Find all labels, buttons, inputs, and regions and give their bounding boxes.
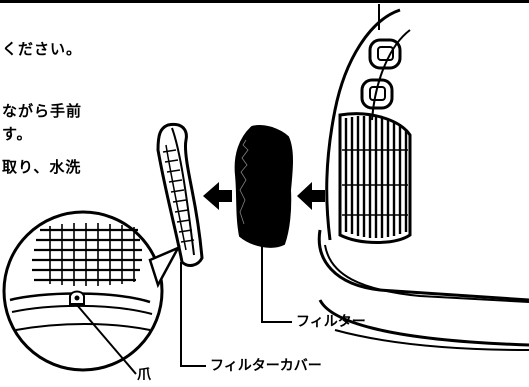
arrow-filter-to-cover bbox=[203, 182, 232, 210]
instruction-line-3: す。 bbox=[2, 125, 33, 143]
filter-cover-ribs bbox=[162, 149, 195, 243]
zoom-detail bbox=[2, 210, 181, 372]
filter-sponge bbox=[234, 125, 293, 248]
filter-cover-label: フィルターカバー bbox=[210, 358, 322, 374]
filter-cover bbox=[156, 122, 204, 267]
humidifier-unit bbox=[317, 4, 529, 351]
arrow-right-to-filter bbox=[297, 182, 325, 210]
instruction-line-1: ください。 bbox=[2, 40, 83, 58]
filter-label: フィルター bbox=[296, 314, 366, 330]
instruction-line-4: 取り、水洗 bbox=[2, 158, 82, 176]
leader-lines bbox=[76, 228, 292, 375]
instruction-line-2: ながら手前 bbox=[2, 102, 83, 120]
claw-label: 爪 bbox=[137, 367, 151, 383]
humidifier-grille bbox=[342, 116, 408, 238]
